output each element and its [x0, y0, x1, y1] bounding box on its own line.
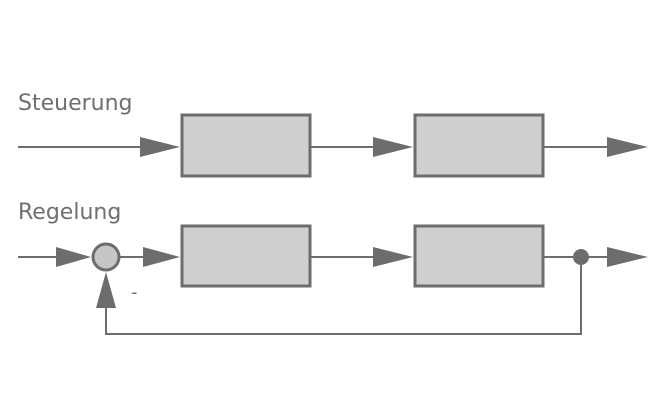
- closed-loop-chain: Regelung -: [18, 200, 648, 335]
- closed-loop-block-1: [180, 224, 312, 288]
- closed-loop-input-arrowhead: [56, 247, 91, 267]
- closed-loop-sum-to-block-arrowhead: [143, 247, 180, 267]
- feedback-arrowhead: [96, 272, 116, 308]
- branch-point: [573, 249, 589, 265]
- closed-loop-output-arrowhead: [607, 247, 648, 267]
- closed-loop-connection-arrowhead: [373, 247, 413, 267]
- sum-junction: [91, 242, 121, 272]
- open-loop-output-arrowhead: [607, 137, 648, 157]
- feedback-line: [105, 265, 582, 335]
- open-loop-block-2: [413, 113, 545, 178]
- open-loop-chain: Steuerung: [18, 91, 648, 178]
- open-loop-label: Steuerung: [18, 91, 133, 116]
- closed-loop-label: Regelung: [18, 200, 121, 225]
- open-loop-connection-arrowhead: [373, 137, 413, 157]
- open-loop-block-1: [180, 113, 312, 178]
- closed-loop-block-2: [413, 224, 545, 288]
- feedback-sign: -: [131, 282, 138, 303]
- open-loop-input-arrowhead: [140, 137, 180, 157]
